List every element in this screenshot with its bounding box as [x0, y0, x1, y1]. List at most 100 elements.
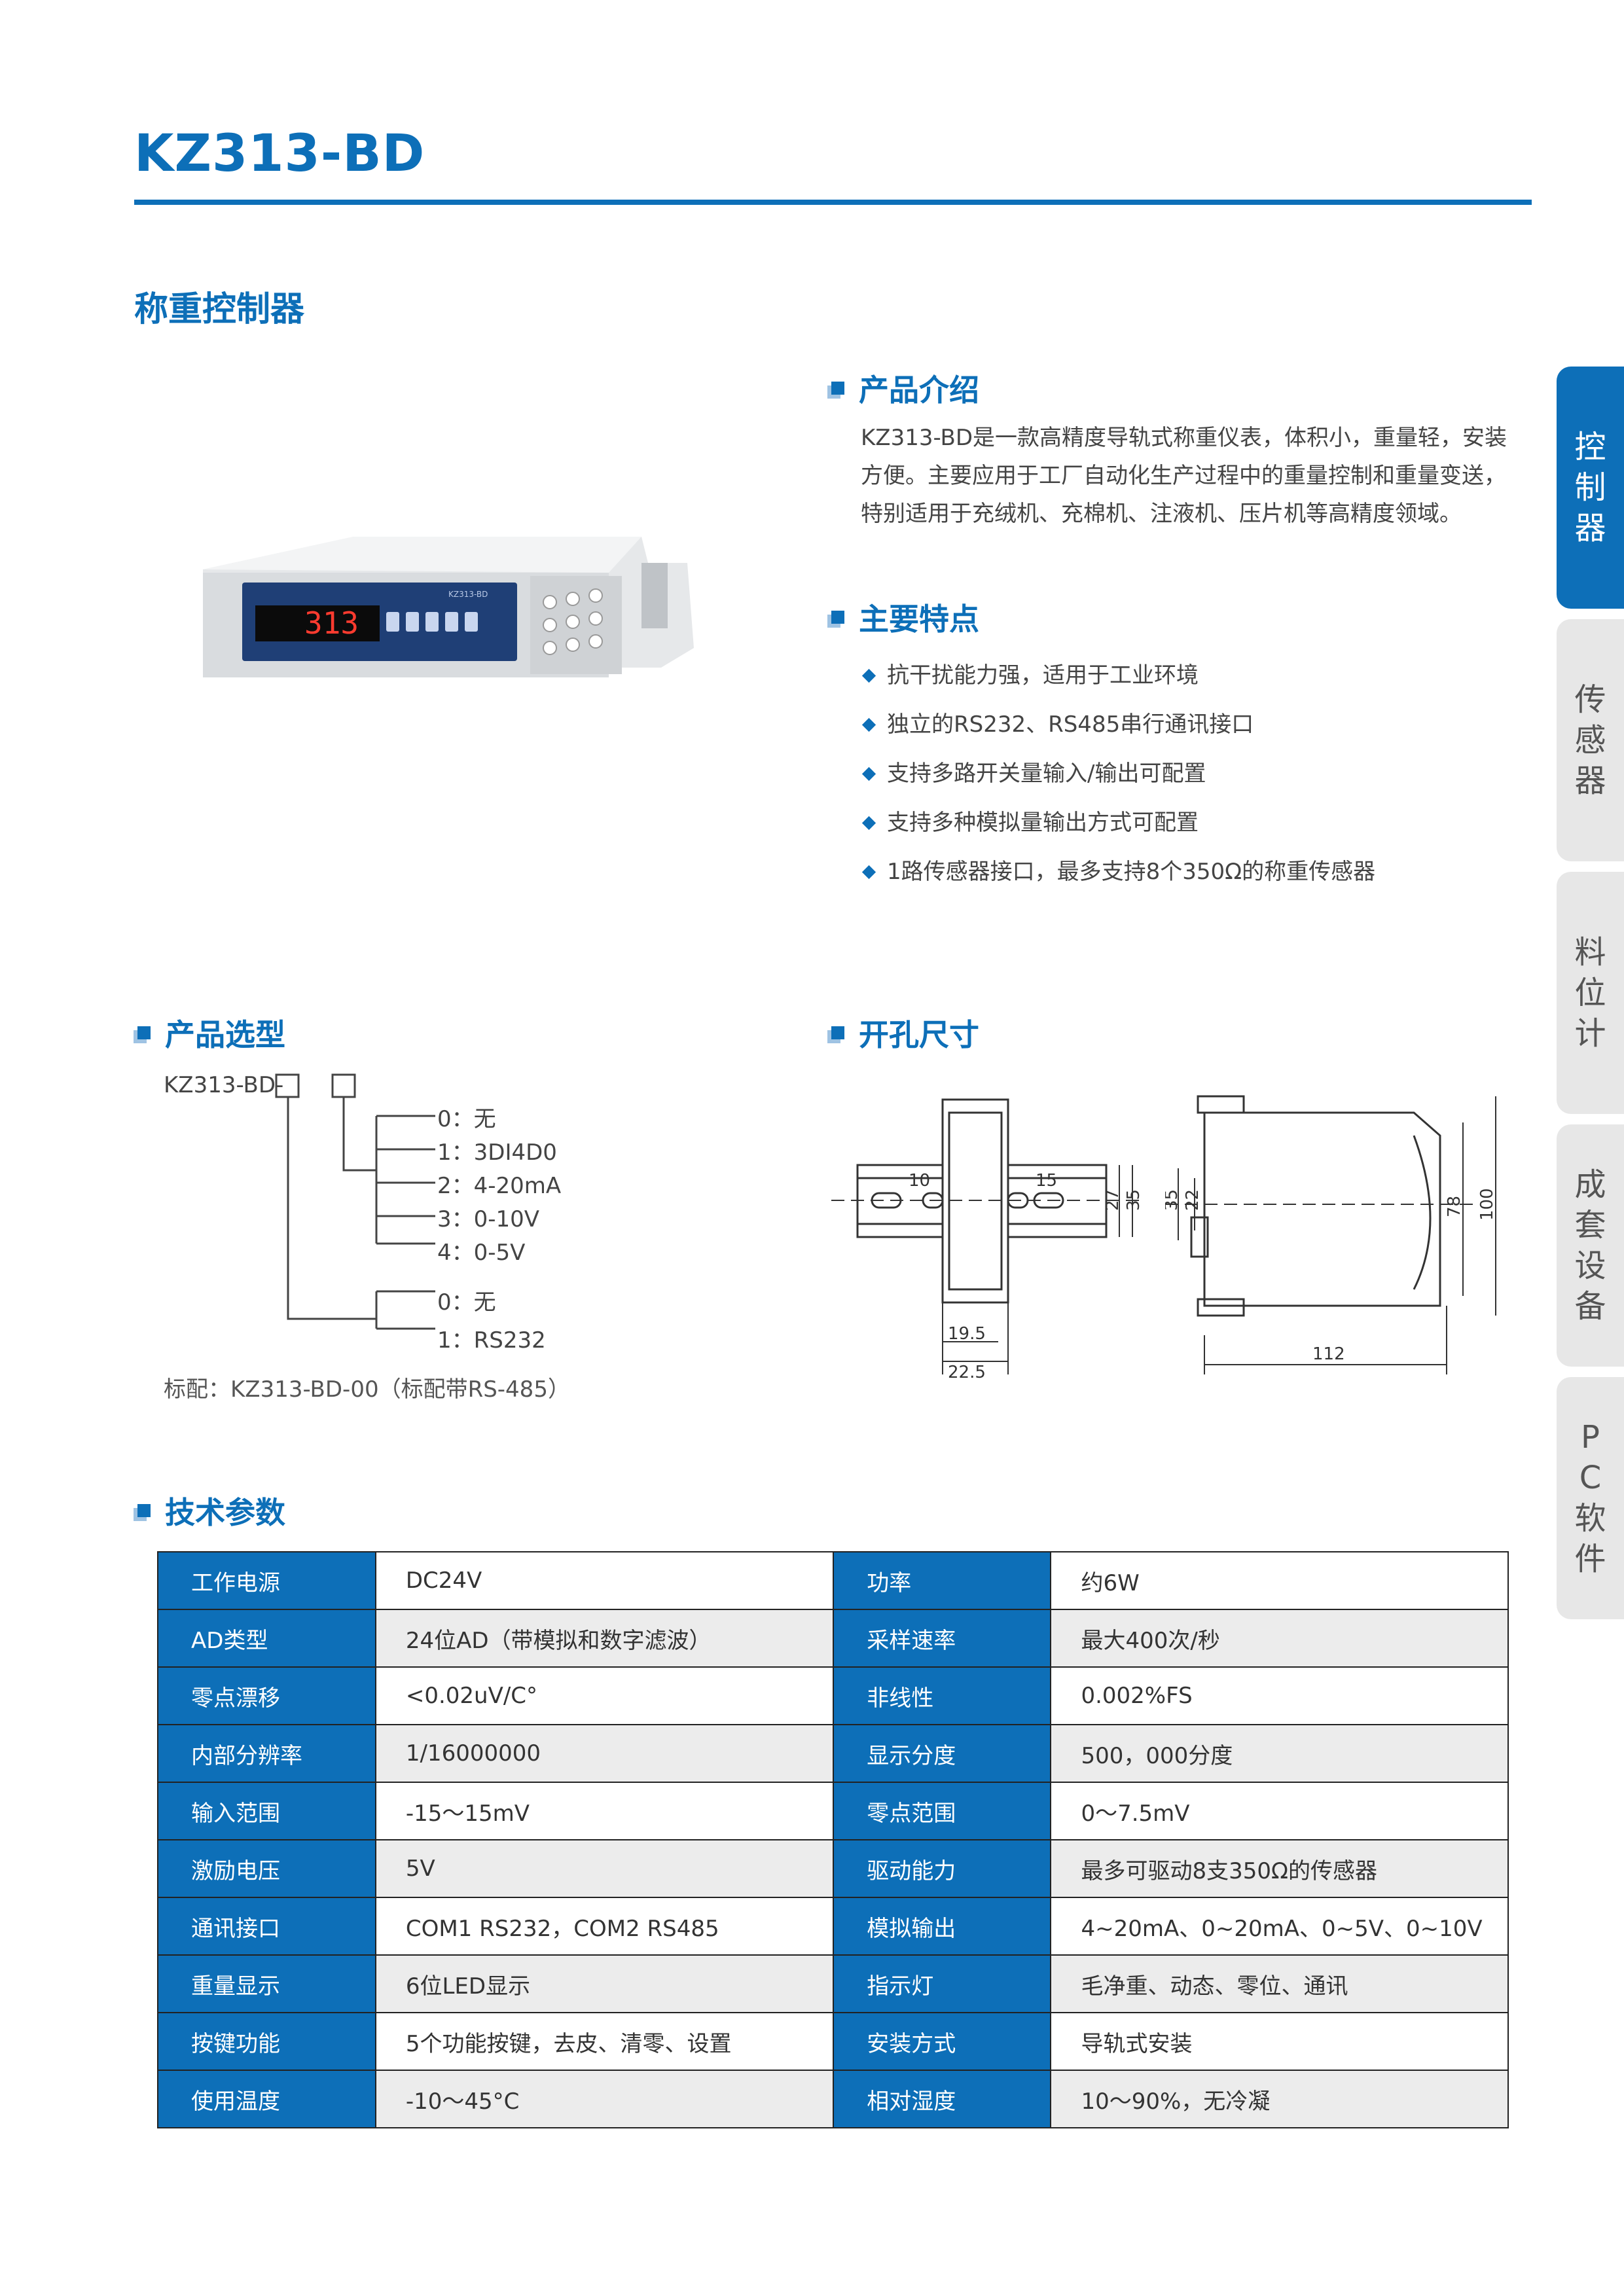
- spec-value: 24位AD（带模拟和数字滤波）: [374, 1609, 835, 1668]
- dimension-drawing-side: 35 22 78 100 112: [1162, 1073, 1506, 1390]
- dim-side-112: 112: [1312, 1344, 1345, 1364]
- diamond-bullet-icon: [861, 717, 876, 732]
- spec-key: 输入范围: [157, 1782, 376, 1840]
- spec-value: -10～45°C: [374, 2070, 835, 2128]
- diamond-bullet-icon: [861, 816, 876, 831]
- spec-key: 显示分度: [833, 1724, 1052, 1783]
- spec-key: AD类型: [157, 1609, 376, 1668]
- section-bullet-icon: [137, 1026, 151, 1039]
- dim-front-10: 10: [909, 1171, 930, 1191]
- dim-side-78: 78: [1445, 1196, 1464, 1217]
- spec-value: 10～90%，无冷凝: [1050, 2070, 1509, 2128]
- option-a-2: 2：4-20mA: [437, 1173, 562, 1199]
- feature-item: 抗干扰能力强，适用于工业环境: [861, 651, 1519, 700]
- spec-value: 6位LED显示: [374, 1954, 835, 2013]
- feature-item: 独立的RS232、RS485串行通讯接口: [861, 700, 1519, 749]
- spec-key: 指示灯: [833, 1954, 1052, 2013]
- section-features-heading: 主要特点: [831, 596, 979, 639]
- spec-key: 工作电源: [157, 1551, 376, 1610]
- section-specs-heading: 技术参数: [137, 1489, 285, 1532]
- model-prefix: KZ313-BD-: [164, 1072, 284, 1098]
- spec-key: 按键功能: [157, 2012, 376, 2071]
- spec-key: 非线性: [833, 1666, 1052, 1725]
- standard-config: 标配：KZ313-BD-00（标配带RS-485）: [164, 1376, 570, 1403]
- spec-key: 重量显示: [157, 1954, 376, 2013]
- tab-sensor[interactable]: 传感器: [1557, 619, 1624, 861]
- spec-value: 5个功能按键，去皮、清零、设置: [374, 2012, 835, 2071]
- option-b-1: 1：RS232: [437, 1327, 546, 1354]
- option-a-4: 4：0-5V: [437, 1240, 526, 1266]
- section-cutout-heading: 开孔尺寸: [831, 1011, 979, 1054]
- category-tabs: 控制器 传感器 料位计 成套设备 PC软件: [1557, 367, 1624, 1630]
- spec-key: 零点范围: [833, 1782, 1052, 1840]
- spec-key: 驱动能力: [833, 1839, 1052, 1898]
- spec-key: 采样速率: [833, 1609, 1052, 1668]
- spec-key: 模拟输出: [833, 1897, 1052, 1956]
- section-bullet-icon: [137, 1504, 151, 1517]
- dim-front-15: 15: [1036, 1171, 1057, 1191]
- section-bullet-icon: [831, 1026, 844, 1039]
- section-bullet-icon: [831, 611, 844, 624]
- feature-item: 支持多路开关量输入/输出可配置: [861, 749, 1519, 798]
- spec-value: 毛净重、动态、零位、通讯: [1050, 1954, 1509, 2013]
- features-list: 抗干扰能力强，适用于工业环境 独立的RS232、RS485串行通讯接口 支持多路…: [861, 651, 1519, 897]
- spec-key: 使用温度: [157, 2070, 376, 2128]
- spec-value: COM1 RS232，COM2 RS485: [374, 1897, 835, 1956]
- device-model-label: KZ313-BD: [448, 590, 488, 599]
- section-bullet-icon: [831, 382, 844, 395]
- option-a-1: 1：3DI4D0: [437, 1139, 557, 1166]
- dim-front-35: 35: [1124, 1189, 1144, 1211]
- dim-side-35: 35: [1165, 1189, 1182, 1211]
- spec-value: 最大400次/秒: [1050, 1609, 1509, 1668]
- selection-tree: [275, 1073, 445, 1364]
- dim-front-19-5: 19.5: [948, 1324, 986, 1344]
- spec-key: 零点漂移: [157, 1666, 376, 1725]
- spec-value: 0.002%FS: [1050, 1666, 1509, 1725]
- spec-value: 1/16000000: [374, 1724, 835, 1783]
- dimension-drawing-front: 10 15 27 35 19.5 22.5: [831, 1073, 1146, 1390]
- product-image: 313 KZ313-BD: [190, 524, 700, 716]
- spec-value: -15～15mV: [374, 1782, 835, 1840]
- tab-pc-software[interactable]: PC软件: [1557, 1377, 1624, 1619]
- spec-value: 500，000分度: [1050, 1724, 1509, 1783]
- option-a-0: 0：无: [437, 1106, 496, 1132]
- page-title: KZ313-BD: [134, 124, 425, 183]
- spec-value: 0～7.5mV: [1050, 1782, 1509, 1840]
- tab-complete-equipment[interactable]: 成套设备: [1557, 1124, 1624, 1367]
- diamond-bullet-icon: [861, 668, 876, 683]
- title-rule: [134, 200, 1532, 205]
- diamond-bullet-icon: [861, 766, 876, 781]
- tab-controller[interactable]: 控制器: [1557, 367, 1624, 609]
- dim-front-22-5: 22.5: [948, 1363, 986, 1382]
- device-display: 313: [304, 605, 359, 641]
- spec-key: 内部分辨率: [157, 1724, 376, 1783]
- section-selection-heading: 产品选型: [137, 1011, 285, 1054]
- dim-side-100: 100: [1477, 1188, 1497, 1221]
- spec-key: 功率: [833, 1551, 1052, 1610]
- option-a-3: 3：0-10V: [437, 1206, 540, 1232]
- spec-key: 安装方式: [833, 2012, 1052, 2071]
- spec-key: 相对湿度: [833, 2070, 1052, 2128]
- option-b-0: 0：无: [437, 1289, 496, 1316]
- spec-value: DC24V: [374, 1551, 835, 1610]
- spec-value: 5V: [374, 1839, 835, 1898]
- page-subtitle: 称重控制器: [134, 290, 305, 329]
- spec-value: 约6W: [1050, 1551, 1509, 1610]
- diamond-bullet-icon: [861, 865, 876, 880]
- spec-key: 激励电压: [157, 1839, 376, 1898]
- spec-value: 4~20mA、0~20mA、0~5V、0~10V: [1050, 1897, 1509, 1956]
- feature-item: 支持多种模拟量输出方式可配置: [861, 798, 1519, 848]
- dim-side-22: 22: [1183, 1189, 1202, 1211]
- spec-key: 通讯接口: [157, 1897, 376, 1956]
- tab-level-meter[interactable]: 料位计: [1557, 872, 1624, 1114]
